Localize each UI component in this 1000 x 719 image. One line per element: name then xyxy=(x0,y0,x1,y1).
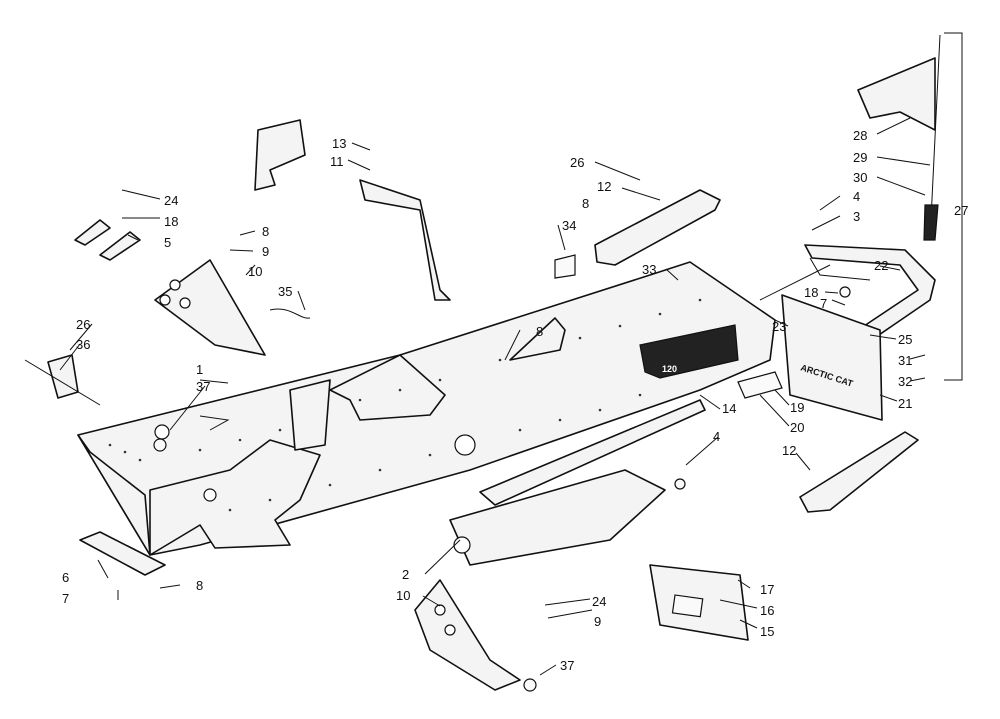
callout-10-top: 10 xyxy=(248,264,262,279)
callout-15: 15 xyxy=(760,624,774,639)
decal-model-text: 120 xyxy=(662,364,677,374)
callout-4-top: 4 xyxy=(853,189,860,204)
callout-30: 30 xyxy=(853,170,867,185)
callout-35: 35 xyxy=(278,284,292,299)
callout-4-mid: 4 xyxy=(713,429,720,444)
rivet-pattern xyxy=(108,298,702,512)
callout-18-left: 18 xyxy=(164,214,178,229)
callout-10-bottom: 10 xyxy=(396,588,410,603)
callout-31: 31 xyxy=(898,353,912,368)
callout-9-bottom: 9 xyxy=(594,614,601,629)
callout-33: 33 xyxy=(642,262,656,277)
callout-22: 22 xyxy=(874,258,888,273)
callout-6: 6 xyxy=(62,570,69,585)
callout-8-center: 8 xyxy=(536,324,543,339)
callout-37-top: 37 xyxy=(196,379,210,394)
callout-8-bottom: 8 xyxy=(196,578,203,593)
callout-8-upper-right: 8 xyxy=(582,196,589,211)
callout-8-upper-left: 8 xyxy=(262,224,269,239)
callout-34: 34 xyxy=(562,218,576,233)
callout-24-top: 24 xyxy=(164,193,178,208)
callout-36: 36 xyxy=(76,337,90,352)
mount-brackets xyxy=(74,219,749,691)
safety-flag xyxy=(857,34,941,241)
callout-26-top: 26 xyxy=(570,155,584,170)
callout-29: 29 xyxy=(853,150,867,165)
running-board-top xyxy=(594,189,721,266)
callout-9-top: 9 xyxy=(262,244,269,259)
callout-14: 14 xyxy=(722,401,736,416)
hardware-parts xyxy=(24,254,851,692)
callout-16: 16 xyxy=(760,603,774,618)
callout-7-right: 7 xyxy=(820,296,827,311)
callout-12-bottom: 12 xyxy=(782,443,796,458)
callout-27: 27 xyxy=(954,203,968,218)
callout-5: 5 xyxy=(164,235,171,250)
snow-flap: ARCTIC CAT xyxy=(781,294,883,421)
callout-37-bottom: 37 xyxy=(560,658,574,673)
callout-26-left: 26 xyxy=(76,317,90,332)
callout-23: 23 xyxy=(772,319,786,334)
callout-17: 17 xyxy=(760,582,774,597)
callout-12-top: 12 xyxy=(597,179,611,194)
callout-32: 32 xyxy=(898,374,912,389)
callout-7-bottom: 7 xyxy=(62,591,69,606)
callout-21: 21 xyxy=(898,396,912,411)
callout-labels: 1 2 3 4 4 5 6 7 7 8 8 8 8 9 9 10 10 11 1… xyxy=(62,128,968,673)
callout-13: 13 xyxy=(332,136,346,151)
callout-28: 28 xyxy=(853,128,867,143)
callout-25: 25 xyxy=(898,332,912,347)
running-board-bottom xyxy=(799,431,919,513)
tunnel-chassis xyxy=(77,261,776,556)
callout-2: 2 xyxy=(402,567,409,582)
callout-3: 3 xyxy=(853,209,860,224)
callout-18-right: 18 xyxy=(804,285,818,300)
callout-20: 20 xyxy=(790,420,804,435)
tunnel-decal: 120 xyxy=(639,324,739,379)
callout-24-bottom: 24 xyxy=(592,594,606,609)
reflector xyxy=(737,371,783,399)
callout-11: 11 xyxy=(330,154,344,169)
callout-19: 19 xyxy=(790,400,804,415)
grab-handles xyxy=(254,119,451,301)
callout-1: 1 xyxy=(196,362,203,377)
leader-lines xyxy=(59,32,963,676)
